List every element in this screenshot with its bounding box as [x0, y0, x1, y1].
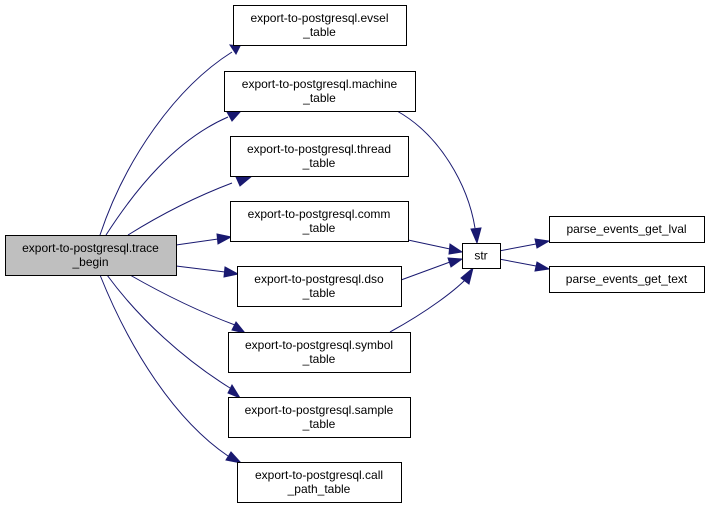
node-label: _table — [302, 156, 336, 170]
node-evsel-table[interactable]: export-to-postgresql.evsel_table — [233, 5, 407, 46]
node-box[interactable] — [549, 216, 705, 243]
edges-layer — [99, 44, 551, 464]
node-box[interactable] — [230, 136, 409, 177]
arrowhead-icon — [226, 111, 242, 122]
node-box[interactable] — [237, 462, 402, 503]
node-symbol-table[interactable]: export-to-postgresql.symbol_table — [228, 332, 411, 373]
arrowhead-icon — [225, 451, 243, 464]
edge-symbol_table-to-str — [389, 266, 474, 333]
node-box[interactable] — [462, 243, 501, 269]
node-label: _path_table — [287, 482, 351, 496]
node-sample-table[interactable]: export-to-postgresql.sample_table — [228, 397, 411, 438]
edge-line — [99, 51, 233, 236]
arrowhead-icon — [460, 266, 474, 285]
edge-line — [106, 274, 231, 389]
edge-line — [396, 110, 476, 229]
node-str[interactable]: str — [462, 243, 501, 269]
edge-trace_begin-to-call_path_table — [99, 274, 243, 464]
arrowhead-icon — [235, 175, 254, 187]
edge-comm_table-to-str — [407, 239, 464, 255]
node-label: parse_events_get_lval — [566, 222, 686, 236]
node-label: export-to-postgresql.symbol — [245, 338, 393, 352]
node-box[interactable] — [5, 235, 177, 276]
edge-line — [175, 238, 219, 246]
node-label: _begin — [71, 255, 108, 269]
edge-line — [99, 274, 229, 457]
node-box[interactable] — [230, 201, 409, 242]
node-label: parse_events_get_text — [566, 272, 688, 286]
node-box[interactable] — [237, 266, 402, 307]
node-box[interactable] — [228, 397, 411, 438]
arrowhead-icon — [470, 227, 482, 245]
node-label: _table — [302, 25, 336, 39]
node-box[interactable] — [224, 71, 416, 112]
edge-trace_begin-to-comm_table — [175, 233, 233, 246]
node-label: _table — [302, 417, 336, 431]
node-label: export-to-postgresql.call — [255, 468, 383, 482]
node-call-path-table[interactable]: export-to-postgresql.call_path_table — [237, 462, 402, 503]
edge-str-to-parse_events_get_text — [498, 258, 551, 272]
edge-line — [389, 279, 466, 333]
edge-line — [498, 258, 537, 267]
arrowhead-icon — [223, 266, 240, 278]
node-box[interactable] — [228, 332, 411, 373]
arrowhead-icon — [534, 238, 551, 249]
arrowhead-icon — [448, 243, 464, 255]
node-machine-table[interactable]: export-to-postgresql.machine_table — [224, 71, 416, 112]
node-trace-begin[interactable]: export-to-postgresql.trace_begin — [5, 235, 177, 276]
node-label: export-to-postgresql.dso — [254, 272, 384, 286]
edge-trace_begin-to-evsel_table — [99, 44, 241, 236]
node-box[interactable] — [549, 266, 705, 293]
node-box[interactable] — [233, 5, 407, 46]
edge-line — [127, 182, 233, 236]
node-label: _table — [302, 221, 336, 235]
node-label: export-to-postgresql.machine — [242, 77, 398, 91]
nodes-layer: export-to-postgresql.trace_beginexport-t… — [5, 5, 705, 503]
node-label: export-to-postgresql.sample — [245, 403, 394, 417]
node-dso-table[interactable]: export-to-postgresql.dso_table — [237, 266, 402, 307]
edge-line — [129, 274, 236, 326]
arrowhead-icon — [534, 261, 551, 272]
edge-line — [498, 243, 537, 252]
node-label: export-to-postgresql.trace — [22, 241, 159, 255]
node-label: export-to-postgresql.evsel — [250, 11, 388, 25]
node-parse-events-get-lval[interactable]: parse_events_get_lval — [549, 216, 705, 243]
node-label: _table — [302, 286, 336, 300]
edge-dso_table-to-str — [400, 257, 464, 281]
node-parse-events-get-text[interactable]: parse_events_get_text — [549, 266, 705, 293]
edge-str-to-parse_events_get_lval — [498, 238, 551, 252]
arrowhead-icon — [227, 383, 242, 400]
node-comm-table[interactable]: export-to-postgresql.comm_table — [230, 201, 409, 242]
arrowhead-icon — [231, 321, 247, 334]
edge-line — [400, 261, 451, 281]
edge-trace_begin-to-dso_table — [175, 265, 240, 278]
edge-line — [175, 265, 226, 273]
edge-trace_begin-to-sample_table — [106, 274, 242, 400]
node-label: _table — [302, 352, 336, 366]
edge-line — [407, 239, 451, 250]
node-label: str — [474, 249, 487, 263]
edge-line — [105, 116, 229, 236]
arrowhead-icon — [447, 257, 464, 268]
node-thread-table[interactable]: export-to-postgresql.thread_table — [230, 136, 409, 177]
edge-machine_table-to-str — [396, 110, 482, 245]
arrowhead-icon — [216, 233, 233, 245]
node-label: export-to-postgresql.comm — [248, 207, 391, 221]
node-label: export-to-postgresql.thread — [247, 142, 391, 156]
node-label: _table — [302, 91, 336, 105]
edge-trace_begin-to-symbol_table — [129, 274, 247, 334]
